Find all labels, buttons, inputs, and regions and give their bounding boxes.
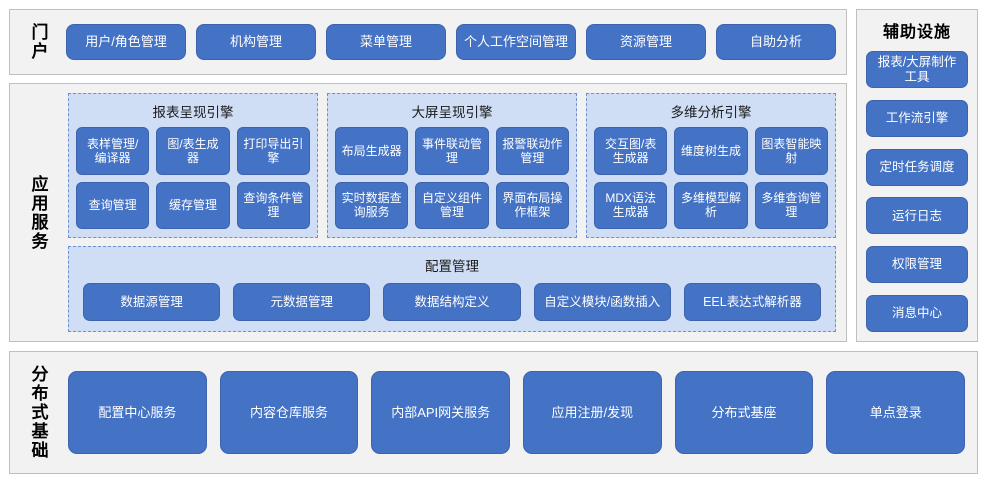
bigscreen-item-custom-component-management[interactable]: 自定义组件管理 — [415, 181, 489, 229]
big-screen-rendering-engine-title: 大屏呈现引擎 — [411, 105, 493, 120]
config-item-metadata-management[interactable]: 元数据管理 — [233, 283, 371, 321]
portal-button-row: 用户/角色管理 机构管理 菜单管理 个人工作空间管理 资源管理 自助分析 — [66, 10, 846, 74]
base-item-single-sign-on[interactable]: 单点登录 — [826, 371, 966, 454]
configuration-management-title: 配置管理 — [425, 259, 479, 274]
olap-item-mdx-syntax-generator[interactable]: MDX语法生成器 — [594, 181, 668, 229]
bigscreen-item-ui-layout-framework[interactable]: 界面布局操作框架 — [495, 181, 569, 229]
multidimensional-analysis-engine-title: 多维分析引擎 — [670, 105, 752, 120]
olap-item-chart-smart-mapping[interactable]: 图表智能映射 — [754, 127, 828, 175]
portal-label-text: 门户 — [28, 23, 48, 61]
aux-item-runtime-log[interactable]: 运行日志 — [866, 197, 968, 235]
config-item-custom-module-function-insert[interactable]: 自定义模块/函数插入 — [533, 283, 671, 321]
distributed-base-section-label: 分布式基础 — [10, 352, 66, 473]
config-item-data-structure-definition[interactable]: 数据结构定义 — [383, 283, 521, 321]
portal-section: 门户 用户/角色管理 机构管理 菜单管理 个人工作空间管理 资源管理 自助分析 — [9, 9, 847, 75]
application-services-section-label: 应用服务 — [10, 84, 66, 341]
multidimensional-analysis-engine-panel: 多维分析引擎 交互图/表生成器 维度树生成 图表智能映射 MDX语法生成器 多维… — [586, 93, 836, 238]
bigscreen-item-realtime-data-query-service[interactable]: 实时数据查询服务 — [335, 181, 409, 229]
report-item-query-condition-management[interactable]: 查询条件管理 — [236, 181, 310, 229]
application-services-label-text: 应用服务 — [28, 174, 48, 251]
report-rendering-engine-title: 报表呈现引擎 — [152, 105, 234, 120]
report-item-query-management[interactable]: 查询管理 — [76, 181, 150, 229]
report-item-print-export-engine[interactable]: 打印导出引擎 — [236, 127, 310, 175]
report-item-template-editor[interactable]: 表样管理/编译器 — [76, 127, 150, 175]
auxiliary-facilities-list: 报表/大屏制作工具 工作流引擎 定时任务调度 运行日志 权限管理 消息中心 — [866, 51, 968, 332]
bigscreen-item-alarm-linkage-action-management[interactable]: 报警联动作管理 — [495, 127, 569, 175]
big-screen-rendering-engine-panel: 大屏呈现引擎 布局生成器 事件联动管理 报警联动作管理 实时数据查询服务 自定义… — [327, 93, 577, 238]
base-item-distributed-foundation[interactable]: 分布式基座 — [674, 371, 814, 454]
upper-region: 门户 用户/角色管理 机构管理 菜单管理 个人工作空间管理 资源管理 自助分析 … — [9, 9, 978, 342]
portal-item-organization[interactable]: 机构管理 — [196, 24, 316, 60]
aux-item-report-bigscreen-authoring-tool[interactable]: 报表/大屏制作工具 — [866, 51, 968, 88]
multidimensional-analysis-engine-grid: 交互图/表生成器 维度树生成 图表智能映射 MDX语法生成器 多维模型解析 多维… — [594, 127, 828, 229]
config-item-eel-expression-parser[interactable]: EEL表达式解析器 — [683, 283, 822, 321]
report-item-chart-table-generator[interactable]: 图/表生成器 — [156, 127, 230, 175]
application-services-section: 应用服务 报表呈现引擎 表样管理/编译器 图/表生成器 打印导出引擎 查询管理 — [9, 83, 847, 342]
application-services-body: 报表呈现引擎 表样管理/编译器 图/表生成器 打印导出引擎 查询管理 缓存管理 … — [66, 84, 846, 341]
aux-item-workflow-engine[interactable]: 工作流引擎 — [866, 99, 968, 137]
bigscreen-item-layout-generator[interactable]: 布局生成器 — [335, 127, 409, 175]
configuration-management-panel: 配置管理 数据源管理 元数据管理 数据结构定义 自定义模块/函数插入 EEL表达… — [68, 246, 836, 332]
bigscreen-item-event-linkage-management[interactable]: 事件联动管理 — [415, 127, 489, 175]
portal-item-menu[interactable]: 菜单管理 — [326, 24, 446, 60]
base-item-internal-api-gateway-service[interactable]: 内部API网关服务 — [371, 371, 511, 454]
auxiliary-facilities-section: 辅助设施 报表/大屏制作工具 工作流引擎 定时任务调度 运行日志 权限管理 消息… — [856, 9, 978, 342]
base-item-content-repository-service[interactable]: 内容仓库服务 — [219, 371, 359, 454]
aux-item-message-center[interactable]: 消息中心 — [866, 294, 968, 332]
distributed-base-row: 配置中心服务 内容仓库服务 内部API网关服务 应用注册/发现 分布式基座 单点… — [66, 352, 977, 473]
aux-item-permission-management[interactable]: 权限管理 — [866, 246, 968, 284]
olap-item-multidimensional-model-parsing[interactable]: 多维模型解析 — [674, 181, 748, 229]
config-item-datasource-management[interactable]: 数据源管理 — [83, 283, 221, 321]
auxiliary-facilities-title: 辅助设施 — [882, 24, 951, 41]
distributed-base-section: 分布式基础 配置中心服务 内容仓库服务 内部API网关服务 应用注册/发现 分布… — [9, 351, 978, 474]
olap-item-interactive-chart-table-generator[interactable]: 交互图/表生成器 — [594, 127, 668, 175]
aux-item-scheduled-task-scheduler[interactable]: 定时任务调度 — [866, 148, 968, 186]
portal-item-self-service-analysis[interactable]: 自助分析 — [716, 24, 836, 60]
base-item-app-registration-discovery[interactable]: 应用注册/发现 — [523, 371, 662, 454]
left-column: 门户 用户/角色管理 机构管理 菜单管理 个人工作空间管理 资源管理 自助分析 … — [9, 9, 847, 342]
report-rendering-engine-grid: 表样管理/编译器 图/表生成器 打印导出引擎 查询管理 缓存管理 查询条件管理 — [76, 127, 310, 229]
configuration-management-row: 数据源管理 元数据管理 数据结构定义 自定义模块/函数插入 EEL表达式解析器 — [79, 283, 825, 321]
report-item-cache-management[interactable]: 缓存管理 — [156, 181, 230, 229]
distributed-base-label-text: 分布式基础 — [28, 365, 48, 460]
portal-item-resource[interactable]: 资源管理 — [586, 24, 706, 60]
engines-row: 报表呈现引擎 表样管理/编译器 图/表生成器 打印导出引擎 查询管理 缓存管理 … — [68, 93, 836, 238]
big-screen-rendering-engine-grid: 布局生成器 事件联动管理 报警联动作管理 实时数据查询服务 自定义组件管理 界面… — [335, 127, 569, 229]
report-rendering-engine-panel: 报表呈现引擎 表样管理/编译器 图/表生成器 打印导出引擎 查询管理 缓存管理 … — [68, 93, 318, 238]
portal-item-personal-workspace[interactable]: 个人工作空间管理 — [456, 24, 576, 60]
olap-item-dimension-tree-generation[interactable]: 维度树生成 — [674, 127, 748, 175]
base-item-config-center-service[interactable]: 配置中心服务 — [68, 371, 207, 454]
portal-section-label: 门户 — [10, 10, 66, 74]
portal-item-user-role[interactable]: 用户/角色管理 — [66, 24, 186, 60]
olap-item-multidimensional-query-management[interactable]: 多维查询管理 — [754, 181, 828, 229]
